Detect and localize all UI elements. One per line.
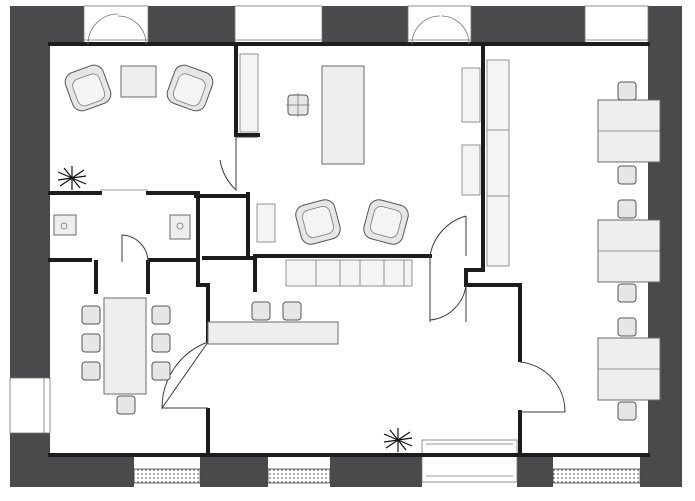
room-kitchen (53, 214, 191, 240)
chair (617, 283, 637, 303)
interior-walls (48, 42, 650, 457)
chair (151, 305, 171, 325)
room-reception (207, 301, 413, 452)
desk (321, 65, 365, 165)
cabinet (256, 203, 276, 243)
chair (81, 361, 101, 381)
room-workspace (486, 59, 661, 421)
armchair (166, 64, 214, 112)
shelf (461, 67, 481, 123)
chair (116, 395, 136, 415)
chair (81, 305, 101, 325)
shelf (486, 59, 510, 267)
exterior-walls (9, 5, 682, 487)
sink (53, 214, 77, 236)
chair (151, 361, 171, 381)
room-lounge (57, 64, 214, 190)
chair (617, 199, 637, 219)
chair (617, 401, 637, 421)
chair (81, 333, 101, 353)
meeting-table (103, 297, 147, 395)
office-chair (286, 93, 310, 117)
shelf (239, 53, 259, 133)
armchair (64, 64, 112, 112)
chair (151, 333, 171, 353)
shelf (461, 144, 481, 196)
sink (169, 214, 191, 240)
doors (87, 13, 566, 413)
room-office (239, 53, 481, 287)
stool (282, 301, 302, 321)
side-table (120, 65, 157, 98)
room-meeting (81, 297, 171, 415)
plant (57, 166, 87, 190)
chair (617, 317, 637, 337)
shelving-rack (285, 259, 413, 287)
chair (617, 81, 637, 101)
chair (617, 165, 637, 185)
armchair (363, 199, 409, 245)
plant (383, 428, 413, 452)
armchair (295, 199, 341, 245)
reception-counter (207, 321, 339, 345)
stool (251, 301, 271, 321)
